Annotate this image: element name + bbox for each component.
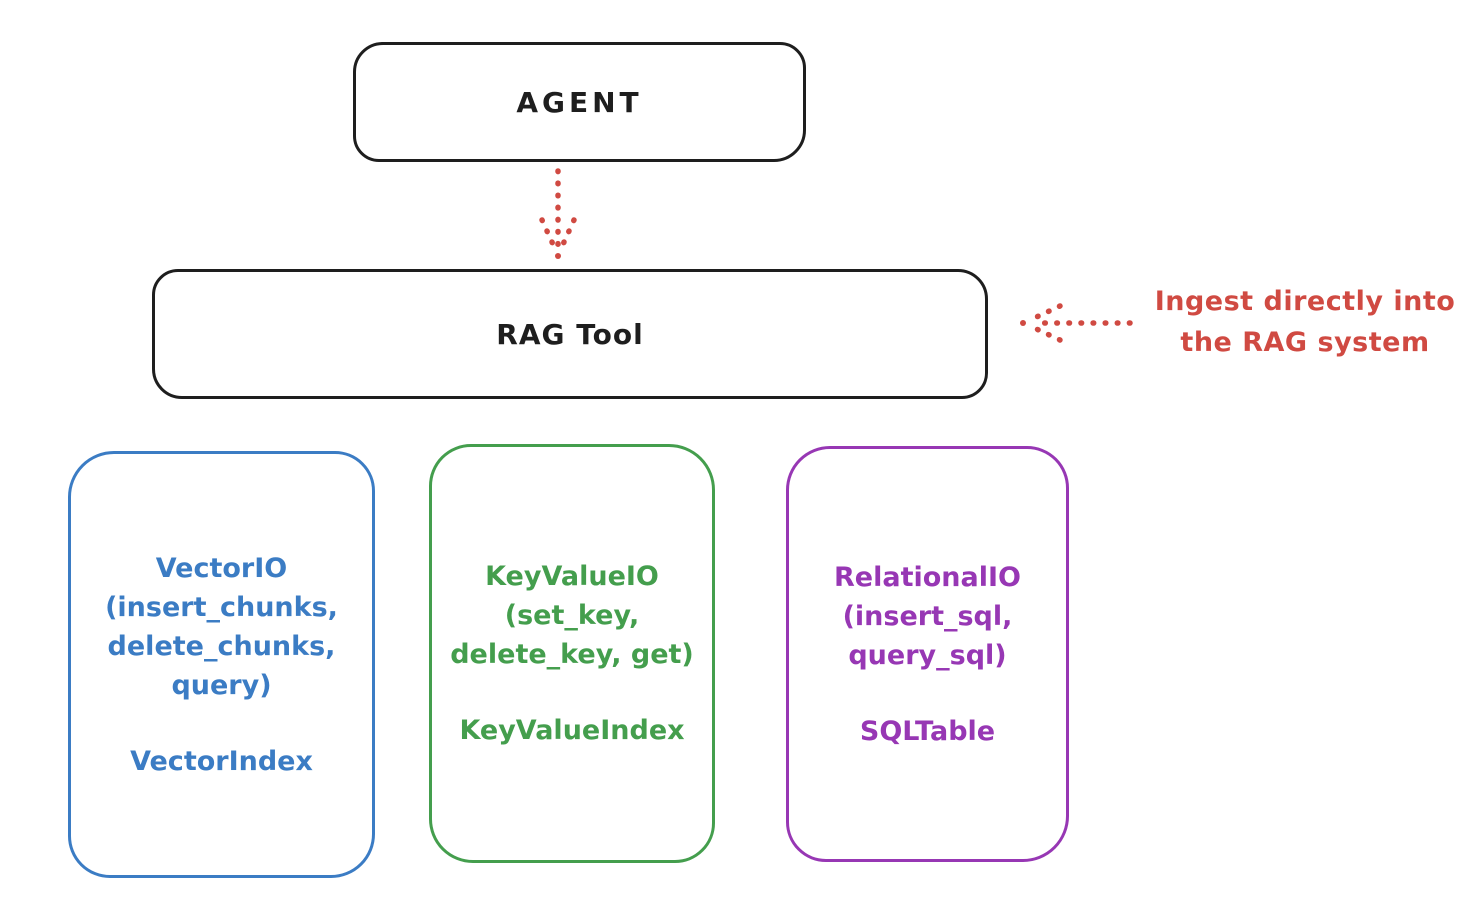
rag-tool-label: RAG Tool <box>496 317 644 351</box>
annotation-to-ragtool-arrow <box>1020 303 1133 343</box>
vector-io-box: VectorIO (insert_chunks, delete_chunks, … <box>68 451 375 878</box>
relational-io-label: RelationalIO (insert_sql, query_sql) <box>834 561 1021 671</box>
keyvalue-io-box: KeyValueIO (set_key, delete_key, get) Ke… <box>429 444 715 863</box>
agent-label: AGENT <box>516 85 643 119</box>
relational-io-box: RelationalIO (insert_sql, query_sql) SQL… <box>786 446 1069 862</box>
agent-node: AGENT <box>353 42 806 162</box>
sql-table-label: SQLTable <box>859 715 996 747</box>
ingest-annotation: Ingest directly into the RAG system <box>1154 286 1456 358</box>
keyvalue-io-label: KeyValueIO (set_key, delete_key, get) <box>450 561 694 670</box>
vector-io-label: VectorIO (insert_chunks, delete_chunks, … <box>105 552 338 701</box>
keyvalue-index-label: KeyValueIndex <box>459 715 685 746</box>
vector-index-label: VectorIndex <box>130 745 313 777</box>
agent-to-ragtool-arrow <box>539 168 577 259</box>
rag-tool-node: RAG Tool <box>152 269 988 399</box>
